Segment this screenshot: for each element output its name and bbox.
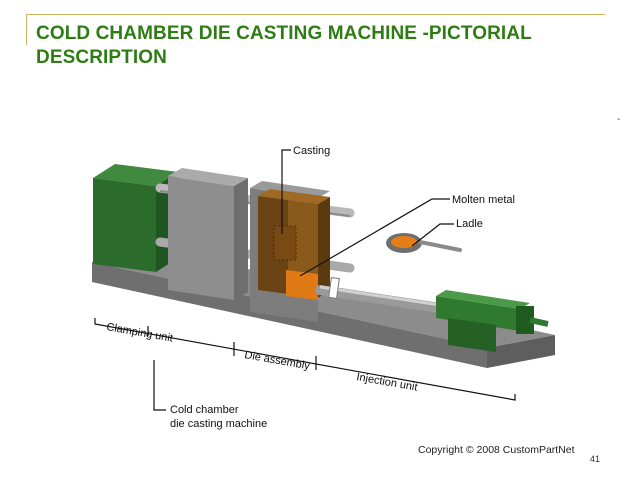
casting-cavity [273, 225, 297, 261]
ladle-handle [418, 240, 462, 252]
die-half-left [258, 196, 288, 294]
stray-mark: - [617, 114, 621, 125]
die-assembly-label: Die assembly [243, 349, 311, 372]
die-side [318, 197, 330, 298]
page-number: 41 [590, 454, 601, 464]
copyright-notice: Copyright © 2008 CustomPartNet [418, 444, 575, 456]
injection-cylinder [436, 296, 520, 331]
injection-support [448, 318, 496, 352]
moving-platen-side [234, 178, 248, 300]
piston-rod [529, 317, 549, 327]
ladle-callout-line [411, 223, 454, 247]
sleeve-ring [328, 276, 340, 300]
clamp-block-front [93, 178, 156, 272]
casting-label: Casting [293, 145, 330, 157]
moving-platen-top [168, 168, 248, 186]
shot-sleeve [315, 285, 445, 313]
shot-sleeve-highlight [319, 285, 441, 307]
machine-callout-line [153, 360, 166, 411]
moving-platen-front [168, 176, 234, 300]
injection-unit-label: Injection unit [355, 371, 418, 394]
injection-end-cap [516, 306, 534, 334]
clamping-unit-label: Clamping unit [105, 321, 173, 344]
molten-metal [391, 236, 417, 248]
slide-title: COLD CHAMBER DIE CASTING MACHINE -PICTOR… [36, 23, 532, 68]
machine-label-line2: die casting machine [170, 418, 267, 430]
die-top [258, 189, 330, 204]
casting-callout-line [281, 149, 291, 234]
title-frame [26, 14, 605, 45]
ladle-label: Ladle [456, 218, 483, 230]
unit-bracket [94, 318, 516, 401]
clamp-block-top [93, 164, 178, 186]
fixed-platen-top [250, 181, 330, 198]
machine-label-line1: Cold chamber [170, 404, 239, 416]
base-side [487, 335, 555, 368]
casting-part [286, 270, 318, 300]
injection-cylinder-top [436, 290, 530, 309]
molten-metal-callout-line [299, 198, 450, 277]
molten-metal-label: Molten metal [452, 194, 515, 206]
